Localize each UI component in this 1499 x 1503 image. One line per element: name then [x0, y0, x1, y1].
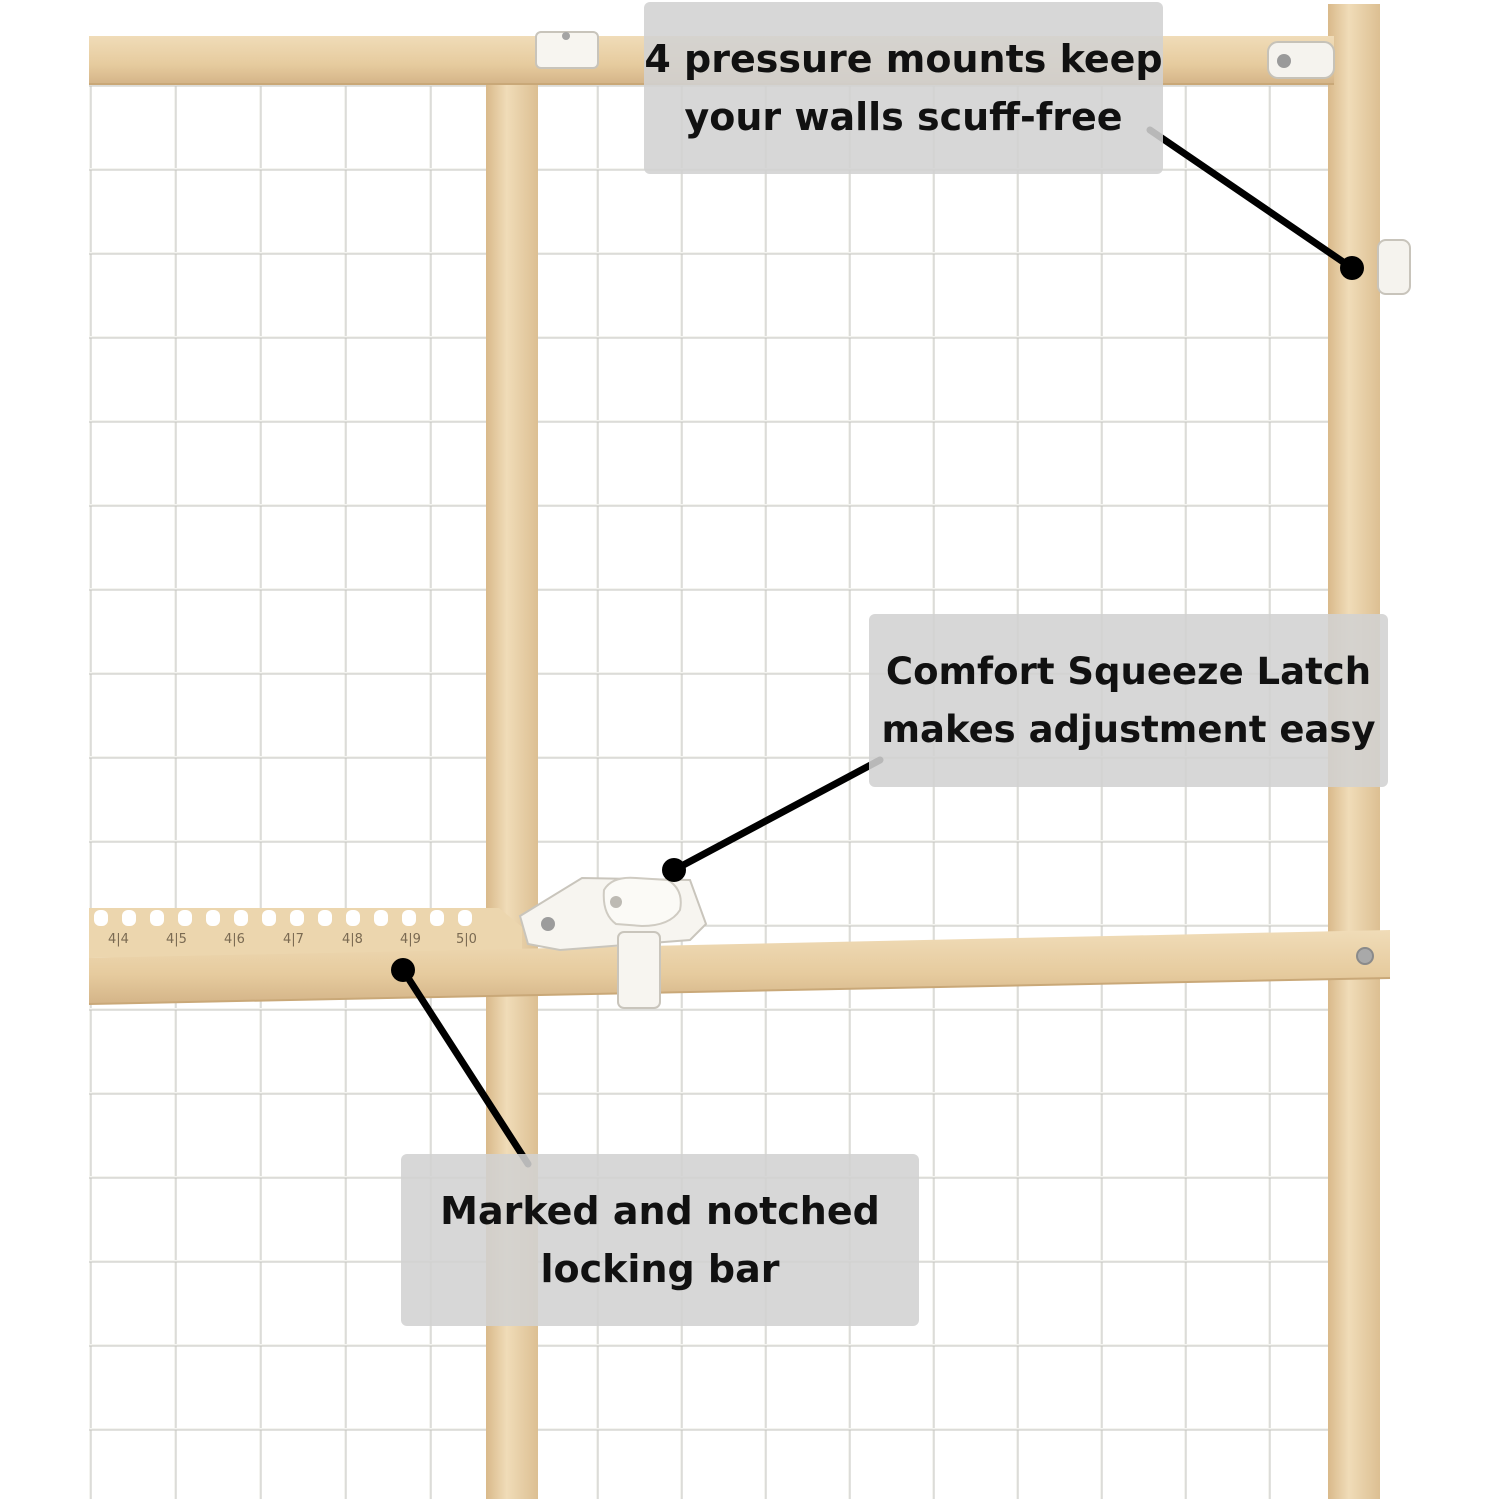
- callout-locking-bar-line2: locking bar: [540, 1247, 780, 1291]
- top-right-bracket: [1267, 41, 1335, 79]
- ruler-label-46: 4|6: [224, 932, 245, 947]
- ruler-label-48: 4|8: [342, 932, 363, 947]
- bar-notches: [94, 910, 472, 926]
- squeeze-latch: [518, 876, 708, 1009]
- ruler-label-44: 4|4: [108, 932, 129, 947]
- callout-locking-bar: Marked and notched locking bar: [401, 1154, 919, 1326]
- callout-pressure-mounts: 4 pressure mounts keep your walls scuff-…: [644, 2, 1163, 174]
- callout-locking-bar-line1: Marked and notched: [440, 1189, 880, 1233]
- callout-pressure-mounts-line1: 4 pressure mounts keep: [644, 37, 1163, 81]
- callout-squeeze-latch: Comfort Squeeze Latch makes adjustment e…: [869, 614, 1388, 787]
- callout-squeeze-latch-line2: makes adjustment easy: [881, 707, 1376, 751]
- callout-squeeze-latch-line1: Comfort Squeeze Latch: [885, 649, 1372, 693]
- leader-lines: [391, 126, 1364, 1168]
- ruler-label-45: 4|5: [166, 932, 187, 947]
- top-mount-block: [535, 31, 599, 69]
- callout-pressure-mounts-line2: your walls scuff-free: [684, 95, 1123, 139]
- ruler-label-49: 4|9: [400, 932, 421, 947]
- ruler-label-47: 4|7: [283, 932, 304, 947]
- ruler-label-50: 5|0: [456, 932, 477, 947]
- side-pressure-mount: [1377, 239, 1411, 295]
